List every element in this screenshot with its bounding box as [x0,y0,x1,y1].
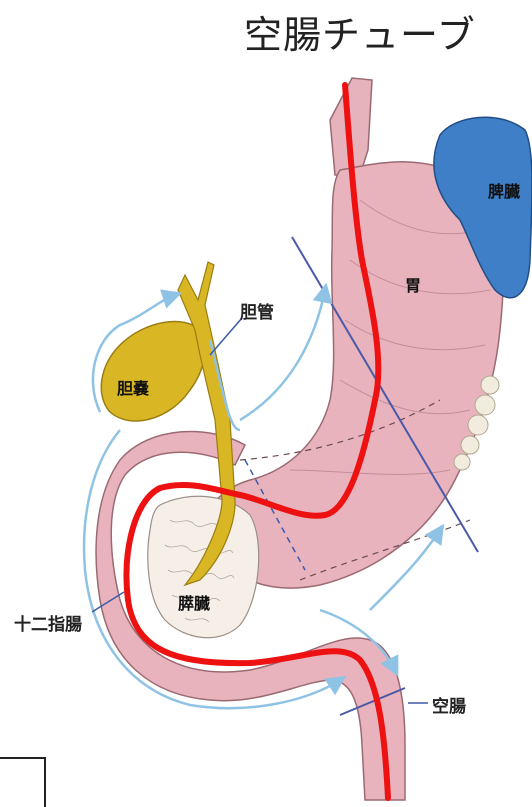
label-pancreas: 膵臓 [178,590,210,614]
gallbladder [101,322,205,421]
label-gallbladder: 胆嚢 [117,375,149,399]
label-bile-duct: 胆管 [240,298,274,323]
corner-frame [0,757,46,807]
label-jejunum: 空腸 [432,692,466,717]
diagram-title: 空腸チューブ [244,4,476,59]
label-spleen: 脾臓 [488,178,520,202]
label-stomach: 胃 [405,272,421,296]
label-duodenum: 十二指腸 [14,610,82,635]
